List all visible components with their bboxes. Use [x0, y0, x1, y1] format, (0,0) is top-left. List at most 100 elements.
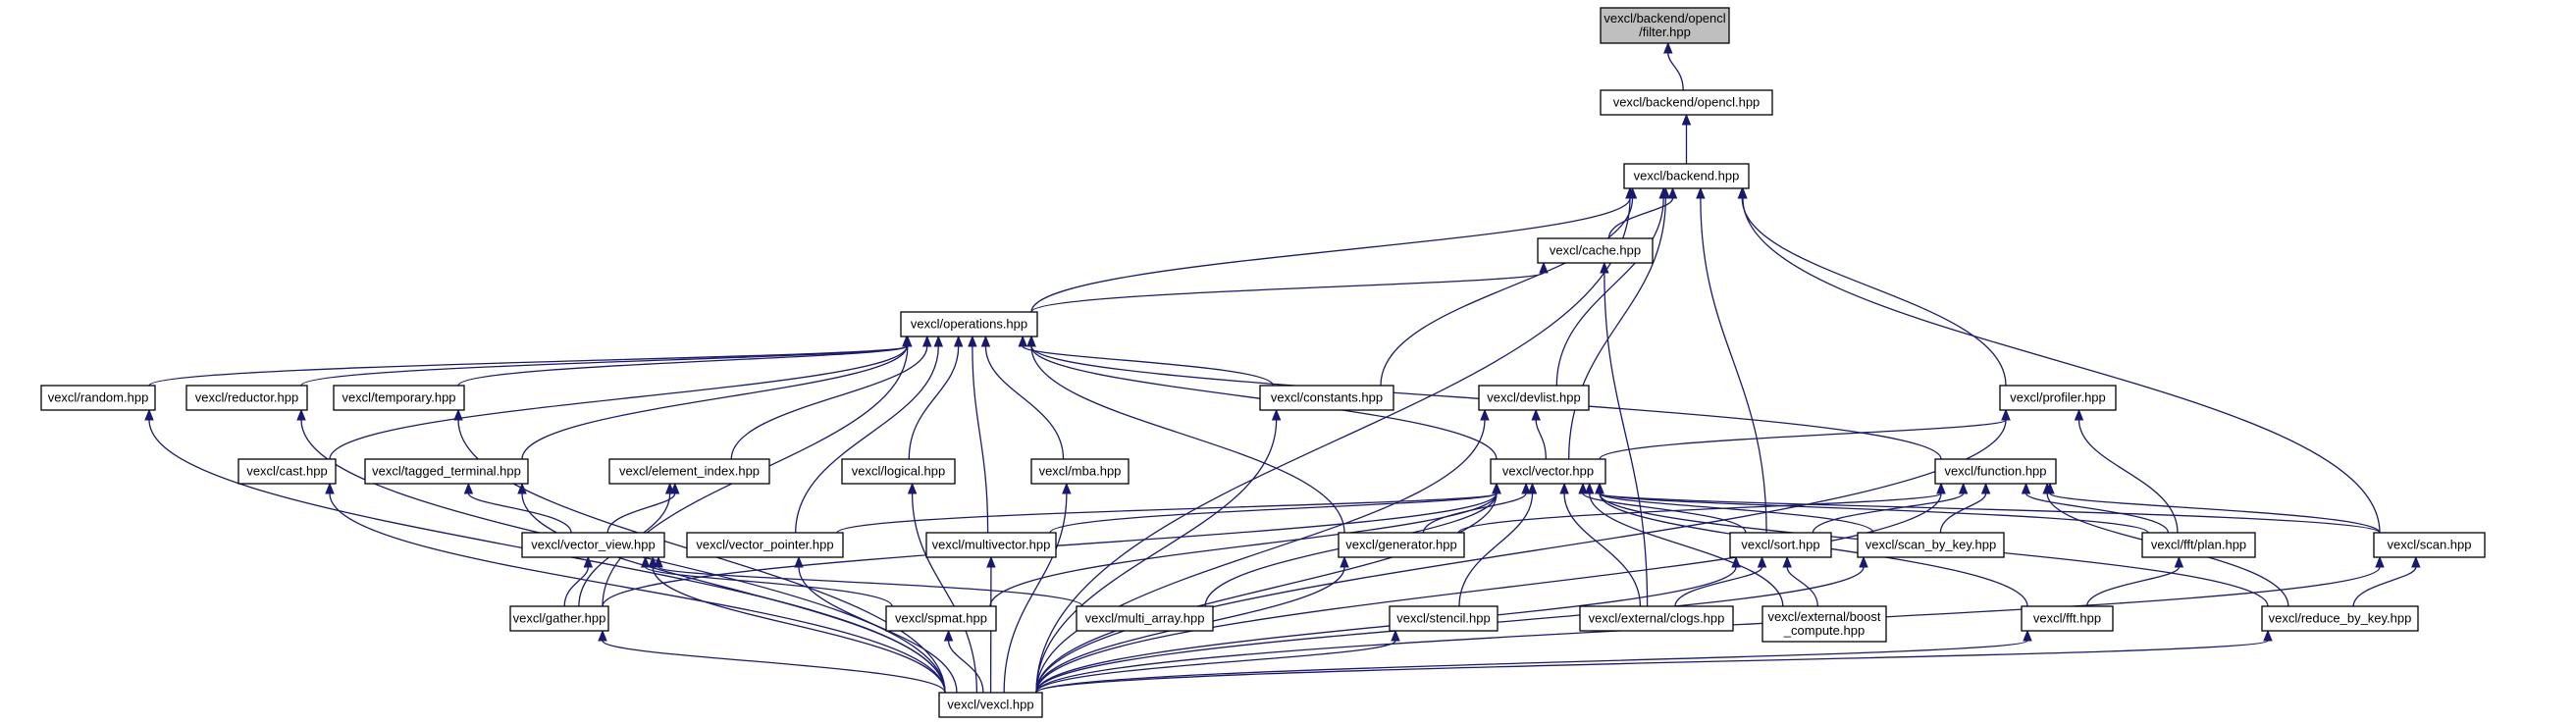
node-scan[interactable]: vexcl/scan.hpp — [2373, 532, 2486, 558]
edge-scan-to-function — [2049, 492, 2381, 534]
node-vector[interactable]: vexcl/vector.hpp — [1490, 458, 1606, 485]
node-vecptr[interactable]: vexcl/vector_pointer.hpp — [686, 532, 844, 558]
edge-temporary-to-operations — [457, 345, 908, 387]
node-fft-box — [2021, 605, 2114, 632]
node-generator[interactable]: vexcl/generator.hpp — [1338, 532, 1465, 558]
node-scanbykey-box — [1857, 532, 2005, 558]
node-devlist[interactable]: vexcl/devlist.hpp — [1478, 385, 1590, 411]
arrowhead-backend-to-opencl — [1681, 113, 1692, 126]
node-multiarray[interactable]: vexcl/multi_array.hpp — [1076, 605, 1214, 632]
node-opencl[interactable]: vexcl/backend/opencl.hpp — [1600, 89, 1773, 116]
arrowhead-sort-to-vector — [1578, 482, 1588, 494]
edge-vector-to-profiler — [1599, 419, 2007, 460]
edge-sort-to-backend — [1700, 197, 1767, 534]
arrowhead-generator-to-operations — [1026, 335, 1036, 347]
node-sort-box — [1729, 532, 1832, 558]
node-clogs[interactable]: vexcl/external/clogs.hpp — [1579, 605, 1734, 632]
arrowhead-vecptr-to-operations — [933, 335, 944, 347]
node-random-label: vexcl/random.hpp — [48, 390, 149, 405]
node-clogs-label: vexcl/external/clogs.hpp — [1589, 611, 1725, 626]
node-backend-label: vexcl/backend.hpp — [1634, 169, 1740, 183]
node-spmat[interactable]: vexcl/spmat.hpp — [885, 605, 997, 632]
arrowhead-vexcl-to-reducebykey — [2263, 629, 2273, 642]
edge-clogs-to-sort — [1674, 566, 1763, 607]
node-filter[interactable]: vexcl/backend/opencl/filter.hpp — [1600, 7, 1730, 44]
node-backend[interactable]: vexcl/backend.hpp — [1623, 163, 1750, 189]
edge-reducebykey-to-scan — [2352, 566, 2417, 607]
arrowhead-element-to-operations — [922, 335, 932, 347]
node-fft[interactable]: vexcl/fft.hpp — [2021, 605, 2114, 632]
edge-stencil-to-vector — [1458, 492, 1534, 607]
node-operations[interactable]: vexcl/operations.hpp — [900, 311, 1038, 337]
node-logical[interactable]: vexcl/logical.hpp — [841, 458, 956, 485]
node-mba[interactable]: vexcl/mba.hpp — [1030, 458, 1130, 485]
arrowhead-fft-to-fftplan — [2174, 555, 2184, 568]
arrowhead-scanbykey-to-function — [1980, 482, 1991, 494]
edge-multivector-to-vector — [1049, 492, 1498, 534]
node-multivector[interactable]: vexcl/multivector.hpp — [925, 532, 1057, 558]
arrowhead-gather-to-vecview — [583, 555, 594, 568]
node-random[interactable]: vexcl/random.hpp — [40, 385, 156, 411]
node-boost-box — [1761, 605, 1887, 643]
node-cast[interactable]: vexcl/cast.hpp — [237, 458, 337, 485]
node-logical-label: vexcl/logical.hpp — [852, 464, 945, 479]
node-vecview[interactable]: vexcl/vector_view.hpp — [521, 532, 665, 558]
edge-constants-to-operations — [1022, 345, 1274, 387]
edge-vexcl-to-vecview — [652, 566, 946, 694]
node-reducebykey-box — [2261, 605, 2419, 632]
node-boost[interactable]: vexcl/external/boost_compute.hpp — [1761, 605, 1887, 643]
arrowhead-fftplan-to-profiler — [2074, 408, 2084, 421]
edge-fftplan-to-profiler — [2077, 419, 2179, 534]
edge-random-to-operations — [148, 345, 908, 387]
node-element-box — [608, 458, 770, 485]
edge-logical-to-operations — [908, 345, 960, 460]
node-devlist-label: vexcl/devlist.hpp — [1487, 390, 1580, 405]
node-reductor[interactable]: vexcl/reductor.hpp — [185, 385, 308, 411]
edge-vexcl-to-vecptr — [798, 566, 958, 694]
node-vecview-label: vexcl/vector_view.hpp — [531, 538, 655, 552]
edge-operations-to-backend — [1030, 197, 1631, 313]
edge-vexcl-to-spmat — [947, 640, 984, 694]
edge-boost-to-vector — [1589, 492, 1784, 607]
arrowhead-spmat-to-vecview — [640, 555, 651, 568]
node-boost-label: _compute.hpp — [1783, 623, 1865, 638]
node-operations-box — [900, 311, 1038, 337]
node-tagged[interactable]: vexcl/tagged_terminal.hpp — [364, 458, 529, 485]
node-cache[interactable]: vexcl/cache.hpp — [1537, 237, 1654, 264]
node-profiler-label: vexcl/profiler.hpp — [2010, 390, 2106, 405]
edge-fftplan-to-vector — [1599, 492, 2149, 534]
node-cache-box — [1537, 237, 1654, 264]
arrowhead-vexcl-to-tagged — [517, 482, 527, 494]
node-multiarray-label: vexcl/multi_array.hpp — [1085, 611, 1205, 626]
node-opencl-box — [1600, 89, 1773, 116]
edge-vexcl-to-tagged — [521, 492, 946, 694]
node-reducebykey-label: vexcl/reduce_by_key.hpp — [2269, 611, 2412, 626]
arrowhead-vexcl-to-vecptr — [794, 555, 804, 568]
edge-multiarray-to-vecview — [657, 566, 1083, 607]
node-fftplan-label: vexcl/fft/plan.hpp — [2151, 538, 2246, 552]
arrowhead-vexcl-to-profiler — [2001, 408, 2011, 421]
edge-vexcl-to-function — [1035, 492, 1942, 694]
node-fftplan[interactable]: vexcl/fft/plan.hpp — [2141, 532, 2256, 558]
node-scanbykey[interactable]: vexcl/scan_by_key.hpp — [1857, 532, 2005, 558]
edge-vexcl-to-vector — [1035, 492, 1498, 694]
node-reducebykey[interactable]: vexcl/reduce_by_key.hpp — [2261, 605, 2419, 632]
node-function[interactable]: vexcl/function.hpp — [1934, 458, 2057, 485]
edge-vecptr-to-vector — [836, 492, 1498, 534]
edge-boost-to-sort — [1786, 566, 1818, 607]
arrowhead-generator-to-vector — [1521, 482, 1531, 494]
node-vector-box — [1490, 458, 1606, 485]
arrowhead-vexcl-to-sort — [1731, 555, 1741, 568]
node-stencil-box — [1389, 605, 1498, 632]
node-constants[interactable]: vexcl/constants.hpp — [1259, 385, 1394, 411]
arrowhead-vexcl-to-scanbykey — [1859, 555, 1868, 568]
node-profiler[interactable]: vexcl/profiler.hpp — [1999, 385, 2117, 411]
node-gather[interactable]: vexcl/gather.hpp — [509, 605, 609, 632]
node-sort[interactable]: vexcl/sort.hpp — [1729, 532, 1832, 558]
edge-vector-to-backend — [1568, 197, 1666, 460]
node-element[interactable]: vexcl/element_index.hpp — [608, 458, 770, 485]
edge-mba-to-operations — [984, 345, 1065, 460]
node-stencil[interactable]: vexcl/stencil.hpp — [1389, 605, 1498, 632]
node-vexcl[interactable]: vexcl/vexcl.hpp — [938, 692, 1043, 718]
node-temporary[interactable]: vexcl/temporary.hpp — [333, 385, 465, 411]
